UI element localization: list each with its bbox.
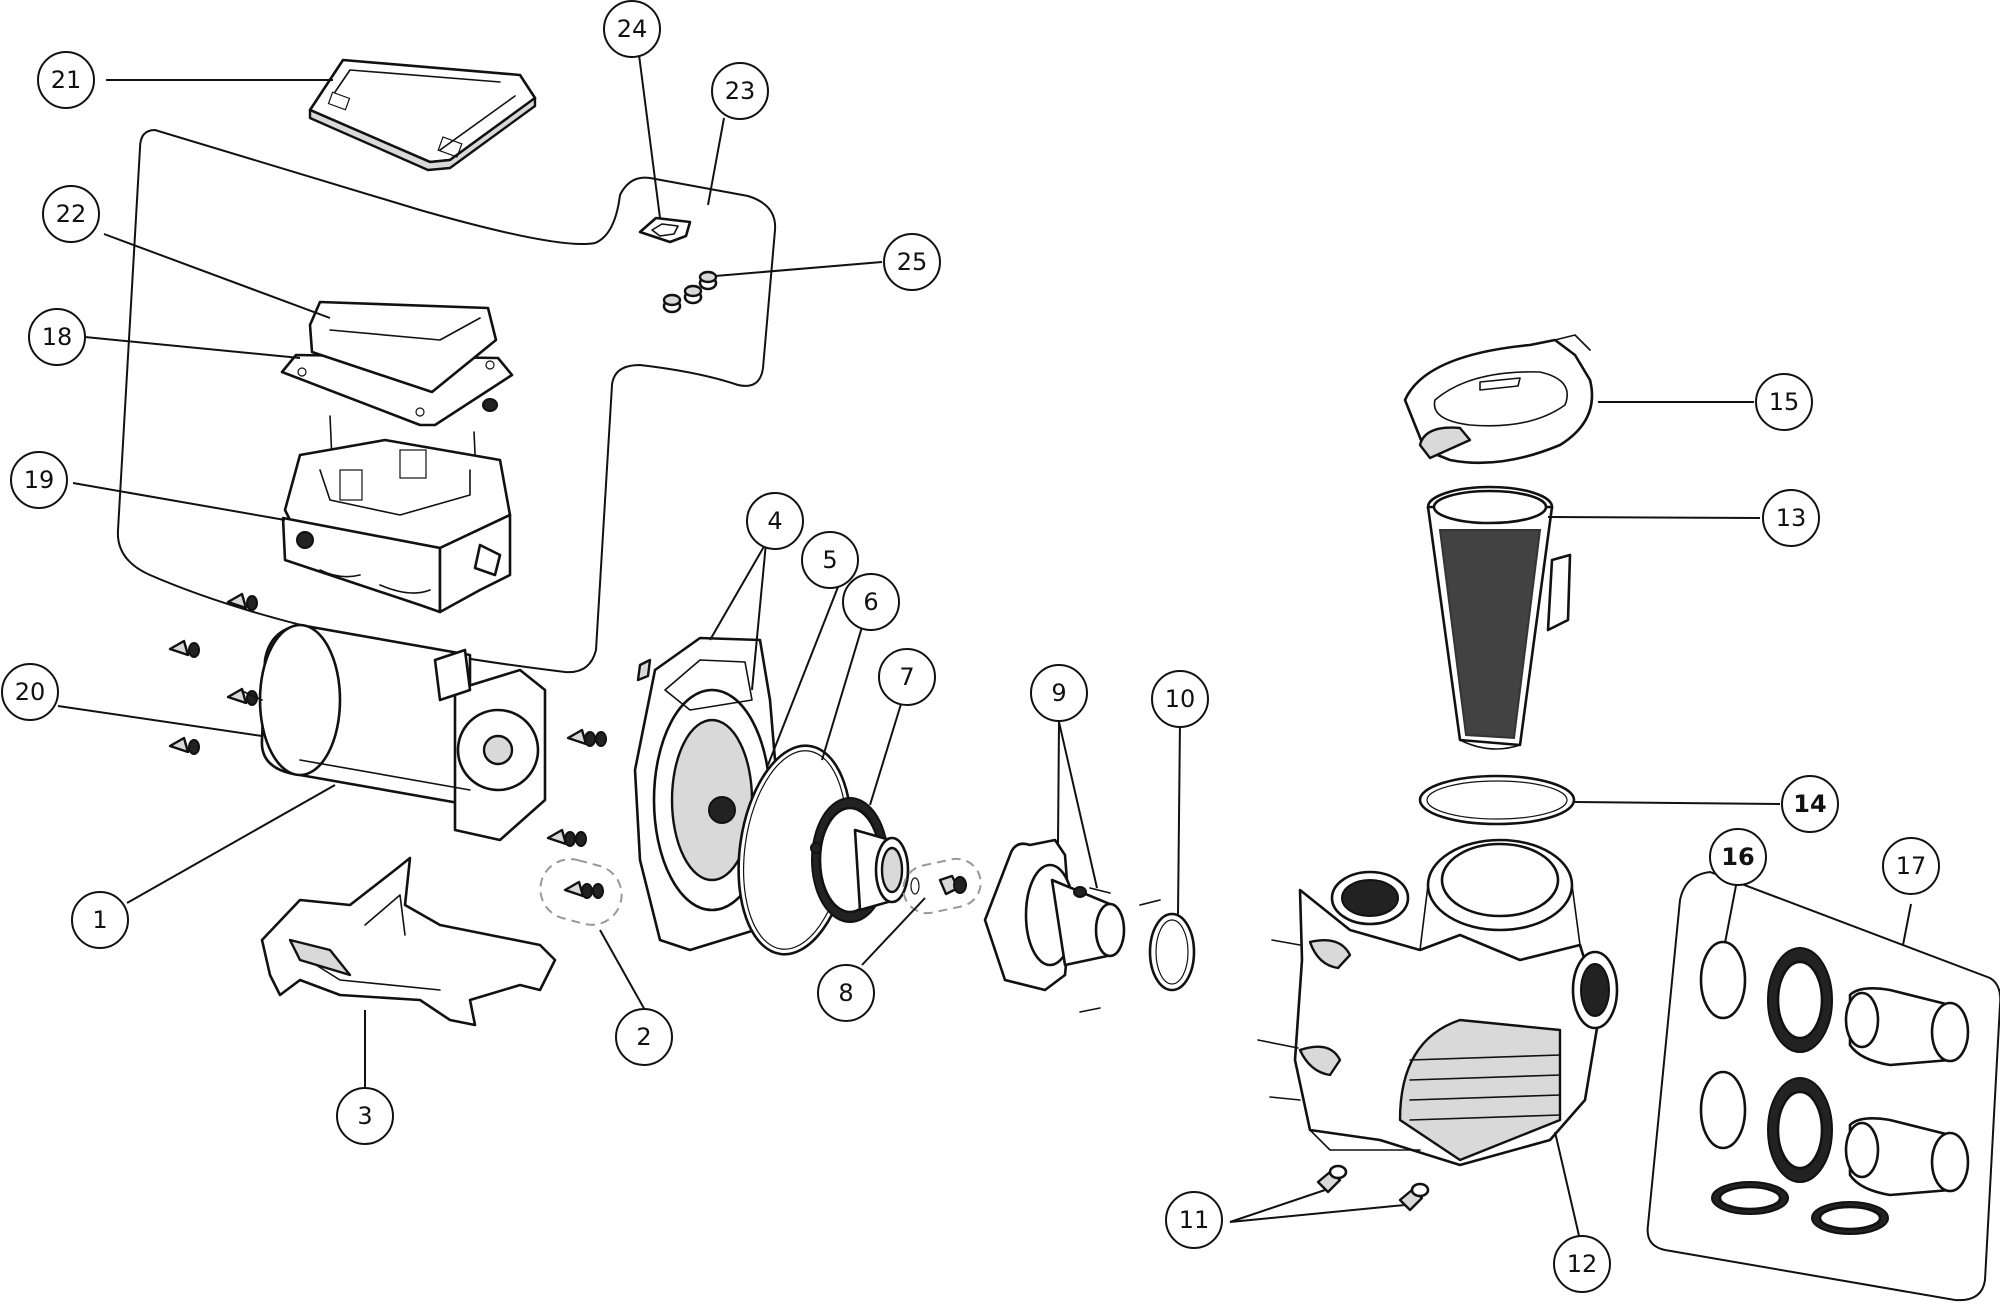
callout-label: 17	[1896, 852, 1927, 880]
callout-13: 13	[1762, 489, 1820, 547]
callout-label: 1	[92, 906, 107, 934]
callout-16: 16	[1709, 828, 1767, 886]
motor-bolts-part	[168, 592, 258, 755]
callout-label: 11	[1179, 1206, 1210, 1234]
callout-label: 5	[822, 546, 837, 574]
callout-label: 21	[51, 66, 82, 94]
callout-label: 9	[1051, 679, 1066, 707]
impeller-part	[810, 797, 910, 923]
callout-2: 2	[615, 1008, 673, 1066]
callout-24: 24	[603, 0, 661, 58]
callout-6: 6	[842, 573, 900, 631]
pump-housing-part	[1257, 838, 1619, 1167]
callout-18: 18	[28, 308, 86, 366]
union-kit-parts	[1699, 940, 1970, 1235]
callout-label: 4	[767, 507, 782, 535]
callout-8: 8	[817, 964, 875, 1022]
drive-base-part	[281, 438, 512, 614]
drive-group-outline	[116, 128, 777, 674]
callout-9: 9	[1030, 664, 1088, 722]
seal-plate-bolts-part	[539, 728, 623, 926]
callout-11: 11	[1165, 1191, 1223, 1249]
callout-label: 13	[1776, 504, 1807, 532]
control-cover-part	[280, 300, 514, 427]
drive-cover-part	[308, 58, 537, 172]
callout-20: 20	[1, 663, 59, 721]
callout-25: 25	[883, 233, 941, 291]
drain-plugs-part	[1316, 1164, 1430, 1212]
callout-21: 21	[37, 51, 95, 109]
callout-23: 23	[711, 62, 769, 120]
callout-label: 22	[56, 200, 87, 228]
callout-1: 1	[71, 891, 129, 949]
callout-19: 19	[10, 451, 68, 509]
callout-label: 3	[357, 1102, 372, 1130]
callout-label: 6	[863, 588, 878, 616]
callout-label: 8	[838, 979, 853, 1007]
impeller-screw-part	[902, 857, 982, 915]
callout-label: 20	[15, 678, 46, 706]
callout-22: 22	[42, 185, 100, 243]
callout-label: 2	[636, 1023, 651, 1051]
leader-lines	[57, 46, 1912, 1241]
callout-label: 15	[1769, 388, 1800, 416]
callout-10: 10	[1151, 670, 1209, 728]
callout-label: 24	[617, 15, 648, 43]
pump-lid-part	[1403, 334, 1594, 465]
motor-part	[239, 623, 547, 842]
diffuser-oring-part	[1148, 912, 1196, 992]
callout-3: 3	[336, 1087, 394, 1145]
callout-17: 17	[1882, 837, 1940, 895]
callout-7: 7	[878, 648, 936, 706]
callout-5: 5	[801, 531, 859, 589]
motor-support-part	[260, 856, 557, 1027]
callout-label: 10	[1165, 685, 1196, 713]
lid-oring-part	[1418, 774, 1576, 826]
callout-label: 14	[1793, 790, 1826, 818]
callout-label: 23	[725, 77, 756, 105]
callout-label: 19	[24, 466, 55, 494]
callout-label: 16	[1721, 843, 1754, 871]
callout-label: 12	[1567, 1250, 1598, 1278]
keypad-bracket-part	[638, 216, 692, 244]
diffuser-part	[983, 838, 1161, 1013]
callout-14: 14	[1781, 775, 1839, 833]
union-kit-outline	[1646, 870, 2000, 1302]
callout-label: 25	[897, 248, 928, 276]
callout-label: 18	[42, 323, 73, 351]
grommets-part	[662, 270, 718, 314]
callout-label: 7	[899, 663, 914, 691]
callout-4: 4	[746, 492, 804, 550]
callout-12: 12	[1553, 1235, 1611, 1293]
callout-15: 15	[1755, 373, 1813, 431]
strainer-basket-part	[1426, 485, 1572, 750]
